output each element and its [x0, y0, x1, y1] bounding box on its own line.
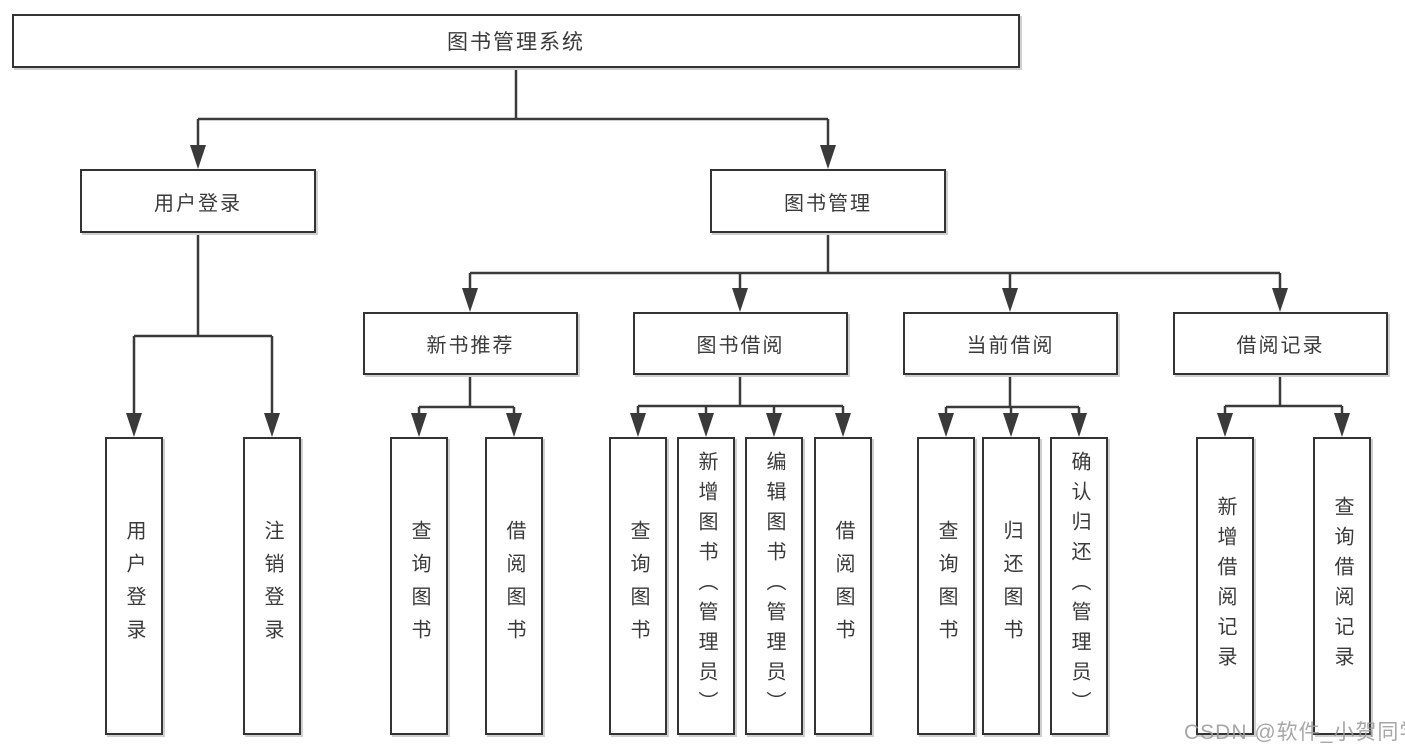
node-label: 图书管理: [784, 192, 872, 215]
node-label: 查询图书: [935, 520, 957, 652]
node-label: 用户登录: [154, 192, 242, 215]
leaf-return-book: 归还图书: [982, 437, 1040, 735]
node-label: 注销登录: [261, 520, 283, 652]
node-label: 借阅记录: [1236, 335, 1325, 357]
leaf-user-login: 用户登录: [105, 437, 163, 735]
node-label: 查询借阅记录: [1331, 496, 1353, 676]
leaf-add-book-admin: 新增图书（管理员）: [677, 437, 735, 735]
node-label: 用户登录: [123, 520, 145, 652]
node-user-login: 用户登录: [80, 169, 316, 233]
node-label: 新书推荐: [426, 335, 515, 357]
leaf-query-borrow-record: 查询借阅记录: [1313, 437, 1371, 735]
node-label: 图书管理系统: [447, 31, 585, 54]
leaf-borrow-books-recommendation: 借阅图书: [485, 437, 543, 735]
node-borrowing-records: 借阅记录: [1173, 312, 1388, 375]
node-current-borrowing: 当前借阅: [903, 312, 1118, 375]
leaf-confirm-return-admin: 确认归还（管理员）: [1050, 437, 1108, 735]
node-label: 新增图书（管理员）: [695, 451, 717, 721]
node-book-borrowing: 图书借阅: [633, 312, 848, 375]
node-label: 编辑图书（管理员）: [763, 451, 785, 721]
node-label: 借阅图书: [503, 520, 525, 652]
node-label: 图书借阅: [696, 335, 785, 357]
node-new-book-recommendation: 新书推荐: [363, 312, 578, 375]
node-label: 查询图书: [627, 520, 649, 652]
node-label: 当前借阅: [966, 335, 1055, 357]
leaf-query-books-borrowing: 查询图书: [609, 437, 667, 735]
leaf-query-books-current: 查询图书: [917, 437, 975, 735]
leaf-query-books-recommendation: 查询图书: [390, 437, 448, 735]
leaf-logout: 注销登录: [243, 437, 301, 735]
node-label: 归还图书: [1000, 520, 1022, 652]
node-label: 确认归还（管理员）: [1068, 451, 1090, 721]
leaf-edit-book-admin: 编辑图书（管理员）: [745, 437, 803, 735]
node-label: 查询图书: [408, 520, 430, 652]
node-label: 新增借阅记录: [1214, 496, 1236, 676]
node-library-management-system: 图书管理系统: [12, 14, 1020, 68]
csdn-watermark: CSDN @软件_小贺同学: [1184, 721, 1405, 744]
node-book-management: 图书管理: [710, 169, 946, 233]
leaf-borrow-books-borrowing: 借阅图书: [814, 437, 872, 735]
node-label: 借阅图书: [832, 520, 854, 652]
leaf-add-borrow-record: 新增借阅记录: [1196, 437, 1254, 735]
